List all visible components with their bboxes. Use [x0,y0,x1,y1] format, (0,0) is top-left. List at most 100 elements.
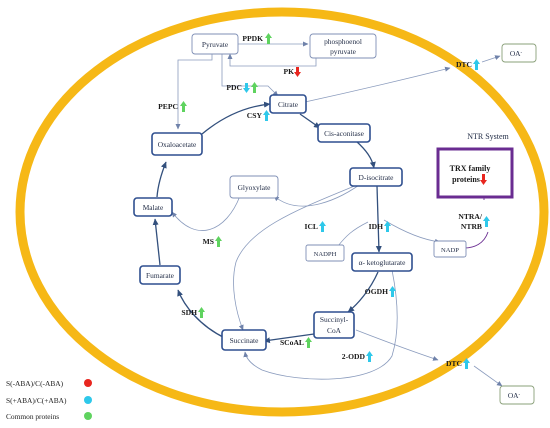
nadp-node: NADP [433,240,467,258]
ogdh-up-arrow [389,286,396,297]
citrate-label: Citrate [278,100,299,109]
arrow-succinate-to-fumarate [177,289,226,339]
cis-aconitase-node: Cis-aconitase [317,123,371,143]
arrow-ketoglutarate-to-succinylcoa [347,271,379,313]
scoal-common-up-arrow [305,337,312,348]
ntra-label: NTRA/ [458,212,483,221]
legend-swatch-cyan [84,396,92,404]
legend-item-label: Common proteins [6,412,59,421]
pdc-up-arrow [243,83,250,93]
succinyl-label: Succinyl- [320,315,349,324]
ntr-system-box [436,147,514,199]
pepc-common-up-arrow [180,101,187,112]
ppdk-common-up-arrow [265,33,272,44]
d-isocitrate-label: D-isocitrate [359,173,395,182]
nadp-label: NADP [441,247,459,254]
pdc-label: PDC [226,83,242,92]
pepc-label: PEPC [158,102,178,111]
arrow-citrate-to-cis-aconitase [299,113,321,129]
pk-label: PK [283,67,294,76]
dtc-top-label: DTC [456,60,472,69]
oa-bottom-label: OA- [508,391,521,400]
phosphoenolpyruvate-node: phosphoenol pyruvate [309,33,377,59]
succinate-label: Succinate [230,336,259,345]
coa-label: CoA [327,326,342,335]
idh-label: IDH [369,222,383,231]
sdh-common-up-arrow [198,307,205,318]
arrow-succinylcoa-to-succinate [263,333,315,344]
succinyl-coa-node: Succinyl- CoA [313,311,355,339]
glyoxylate-node: Glyoxylate [229,175,279,199]
phosphoenol-label: phosphoenol [324,37,362,46]
d-isocitrate-node: D-isocitrate [349,167,403,187]
arrow-dtc-to-oa-bottom [473,365,503,387]
arrow-succinylcoa-to-dtc [355,329,439,361]
ms-common-up-arrow [215,236,222,247]
pdc-common-up-arrow [251,82,258,93]
legend-item-label: S(-ABA)/C(-ABA) [6,379,64,388]
arrow-pyruvate-to-oxaloacetate [175,54,213,130]
legend-item-label: S(+ABA)/C(+ABA) [6,396,67,405]
pk-down-arrow [294,67,301,77]
malate-label: Malate [143,203,164,212]
trx-family-label: TRX family [450,164,491,173]
dtc-bottom-up-arrow [463,358,470,369]
oa-top-node: OA- [501,43,537,63]
cis-aconitase-label: Cis-aconitase [324,129,365,138]
ntr-system-title: NTR System [467,132,509,141]
arrow-dtc-to-oa-top [481,55,501,63]
legend-swatch-red [84,379,92,387]
ntrb-up-arrow [483,216,490,227]
sdh-label: SDH [181,308,197,317]
icl-label: ICL [304,222,318,231]
nadph-label: NADPH [314,251,337,258]
arrow-isocitrate-to-ketoglutarate [375,185,382,253]
idh-up-arrow [384,221,391,232]
oxaloacetate-node: Oxaloacetate [151,132,203,156]
ntrb-label: NTRB [461,222,482,231]
ms-label: MS [203,237,214,246]
succinate-node: Succinate [221,329,267,351]
ppdk-label: PPDK [242,34,263,43]
legend: S(-ABA)/C(-ABA) S(+ABA)/C(+ABA) Common p… [6,379,92,421]
line-nadph-to-idh [337,221,369,247]
csy-up-arrow [263,110,270,121]
oa-bottom-node: OA- [499,385,535,405]
oa-top-label: OA- [510,49,523,58]
arrow-isocitrate-to-succinate [233,181,365,331]
ogdh-label: OGDH [365,287,388,296]
arrow-citrate-to-dtc [304,66,451,103]
arrow-cis-aconitase-to-isocitrate [355,140,376,169]
dtc-top-up-arrow [473,59,480,70]
fumarate-node: Fumarate [139,265,181,285]
arrow-oxaloacetate-to-citrate [201,101,271,135]
nadph-node: NADPH [305,244,345,262]
fumarate-label: Fumarate [146,271,175,280]
icl-up-arrow [319,221,326,232]
ketoglutarate-label: α- ketoglutarate [359,258,406,267]
ketoglutarate-node: α- ketoglutarate [351,252,413,272]
arrow-idh-to-nadp [383,219,441,244]
trx-proteins-label: proteins [452,175,480,184]
malate-node: Malate [133,197,173,217]
arrow-fumarate-to-malate [152,218,161,266]
2-odd-label: 2-ODD [342,352,366,361]
arrow-malate-to-oxaloacetate [156,161,167,198]
scoal-label: SCoAL [280,338,304,347]
glyoxylate-label: Glyoxylate [238,183,272,192]
legend-swatch-green [84,412,92,420]
pyruvate-node: Pyruvate [191,33,239,55]
pyruvate-label: Pyruvate [202,40,229,49]
arrow-pep-to-pyruvate [227,53,317,67]
2-odd-up-arrow [366,351,373,362]
arrow-glyoxylate-to-malate [171,195,241,231]
trx-down-arrow [480,174,487,185]
line-nadp-to-ntr [463,231,489,249]
oxaloacetate-label: Oxaloacetate [158,140,197,149]
citrate-node: Citrate [269,94,307,114]
pyruvate-sub-label: pyruvate [330,47,357,56]
arrow-2odd-loop [243,269,398,380]
csy-label: CSY [247,111,263,120]
dtc-bottom-label: DTC [446,359,462,368]
